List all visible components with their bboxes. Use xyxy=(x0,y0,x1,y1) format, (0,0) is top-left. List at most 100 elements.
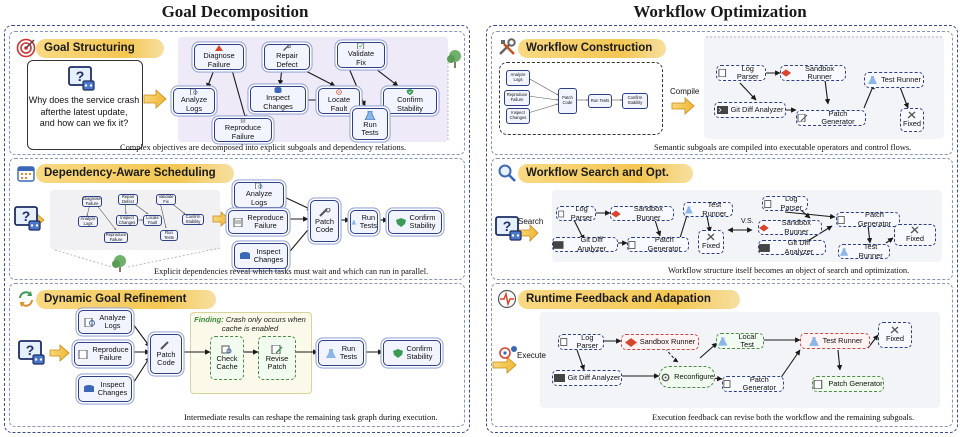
log-document-icon xyxy=(718,69,727,77)
pencil-icon xyxy=(723,380,731,388)
flask-icon xyxy=(325,348,336,358)
wrench-icon xyxy=(318,207,330,217)
warning-icon xyxy=(214,45,224,52)
mini-node-confirm: Confirm Stability xyxy=(182,214,204,225)
svg-text:?: ? xyxy=(76,68,85,84)
pencil-icon xyxy=(628,240,636,249)
sandbox-icon xyxy=(611,209,621,218)
flask-icon xyxy=(718,336,728,346)
flask-icon xyxy=(684,205,693,214)
terminal-icon xyxy=(553,374,565,382)
workflow-search-title: Workflow Search and Opt. xyxy=(518,164,693,183)
dependency-scheduling-title: Dependency-Aware Scheduling xyxy=(36,164,234,183)
feedback-workflow-background xyxy=(540,312,940,408)
document-search-icon xyxy=(190,89,198,96)
checklist-icon xyxy=(357,43,365,50)
sandbox-icon xyxy=(759,223,769,232)
heartbeat-icon xyxy=(497,289,517,309)
search-b-patch-generator: Patch Generator xyxy=(836,210,900,227)
right-column-title: Workflow Optimization xyxy=(633,2,807,21)
flask-icon xyxy=(364,110,376,120)
svg-text:?: ? xyxy=(503,218,512,234)
dynamic-refinement-title: Dynamic Goal Refinement xyxy=(36,290,216,309)
calendar-icon xyxy=(17,166,35,182)
mini-node-inspect-changes: Inspect Changes xyxy=(506,108,530,124)
fb-fixed: Fixed xyxy=(878,322,912,348)
mini-node-locate: Locate Fault xyxy=(143,215,162,226)
fb-git-diff-analyzer: Git Diff Analyzer xyxy=(552,370,622,386)
flask-icon xyxy=(839,247,849,256)
document-search-icon xyxy=(84,317,96,327)
magnifier-icon xyxy=(498,164,516,182)
report-icon xyxy=(233,217,243,227)
search-b-test-runner: Test Runner xyxy=(838,242,890,259)
mini-node-validate: Validate Fix xyxy=(156,194,176,205)
search-a-git-diff-analyzer: Git Diff Analyzer xyxy=(552,235,618,252)
finding-label: Finding: xyxy=(194,315,224,324)
mini-node-run: Run Tests xyxy=(160,230,178,241)
mini-node-patch-code: Patch Code xyxy=(558,88,577,114)
op-log-parser: Log Parser xyxy=(716,64,766,81)
svg-text:?: ? xyxy=(22,208,31,224)
fb-local-test: Local Test xyxy=(716,332,764,349)
search-a-log-parser: Log Parser xyxy=(556,204,596,221)
log-document-icon xyxy=(558,210,565,217)
refinement-caption: Intermediate results can reshape the rem… xyxy=(184,413,438,422)
search-cache-icon xyxy=(221,345,232,354)
database-icon xyxy=(83,384,94,392)
question-screen-icon: ? xyxy=(14,206,41,231)
finding-text-2: cache is enabled xyxy=(221,324,279,333)
op-sandbox-runner: Sandbox Runner xyxy=(780,64,846,81)
shield-check-icon xyxy=(392,348,403,358)
search-caption: Workflow structure itself becomes an obj… xyxy=(668,266,910,275)
pencil-icon xyxy=(813,379,823,389)
tools-icon xyxy=(706,233,714,241)
database-icon xyxy=(274,87,282,94)
gear-icon xyxy=(661,373,670,381)
mini-node-analyze: Analyze Logs xyxy=(78,216,98,227)
refresh-arrows-icon xyxy=(19,291,33,307)
mini-node-analyze-logs: Analyze Logs xyxy=(506,70,530,86)
flask-icon xyxy=(351,219,357,225)
compile-label: Compile xyxy=(670,87,700,96)
op-patch-generator: Patch Generator xyxy=(796,109,866,126)
feedback-caption: Execution feedback can revise both the w… xyxy=(652,413,915,422)
target-icon xyxy=(16,38,36,58)
question-screen-icon: ? xyxy=(68,66,95,91)
op-test-runner: Test Runner xyxy=(864,72,924,88)
search-label: Search xyxy=(518,217,544,226)
search-b-fixed: Fixed xyxy=(894,224,936,246)
fb-reconfigure: Reconfigure xyxy=(659,366,715,388)
fb-log-parser: Log Parser xyxy=(558,333,604,350)
question-screen-icon: ? xyxy=(18,340,45,365)
op-fixed: Fixed xyxy=(900,108,924,132)
execute-label: Execute xyxy=(517,351,546,360)
report-icon xyxy=(240,119,246,124)
question-line-2: afterthe latest update, xyxy=(40,106,128,117)
question-screen-icon: ? xyxy=(495,216,522,241)
terminal-icon xyxy=(553,240,564,249)
vs-label: V.S. xyxy=(741,218,754,225)
database-icon xyxy=(239,251,250,259)
construction-caption: Semantic subgoals are compiled into exec… xyxy=(654,143,912,152)
search-a-test-runner: Test Runner xyxy=(683,200,733,217)
mini-node-diagnose: Diagnose Failure xyxy=(82,195,102,207)
gear-network-icon xyxy=(499,346,517,359)
question-line-1: Why does the service crash xyxy=(28,95,140,105)
crosshair-icon xyxy=(336,89,342,95)
workflow-construction-title: Workflow Construction xyxy=(518,39,666,58)
